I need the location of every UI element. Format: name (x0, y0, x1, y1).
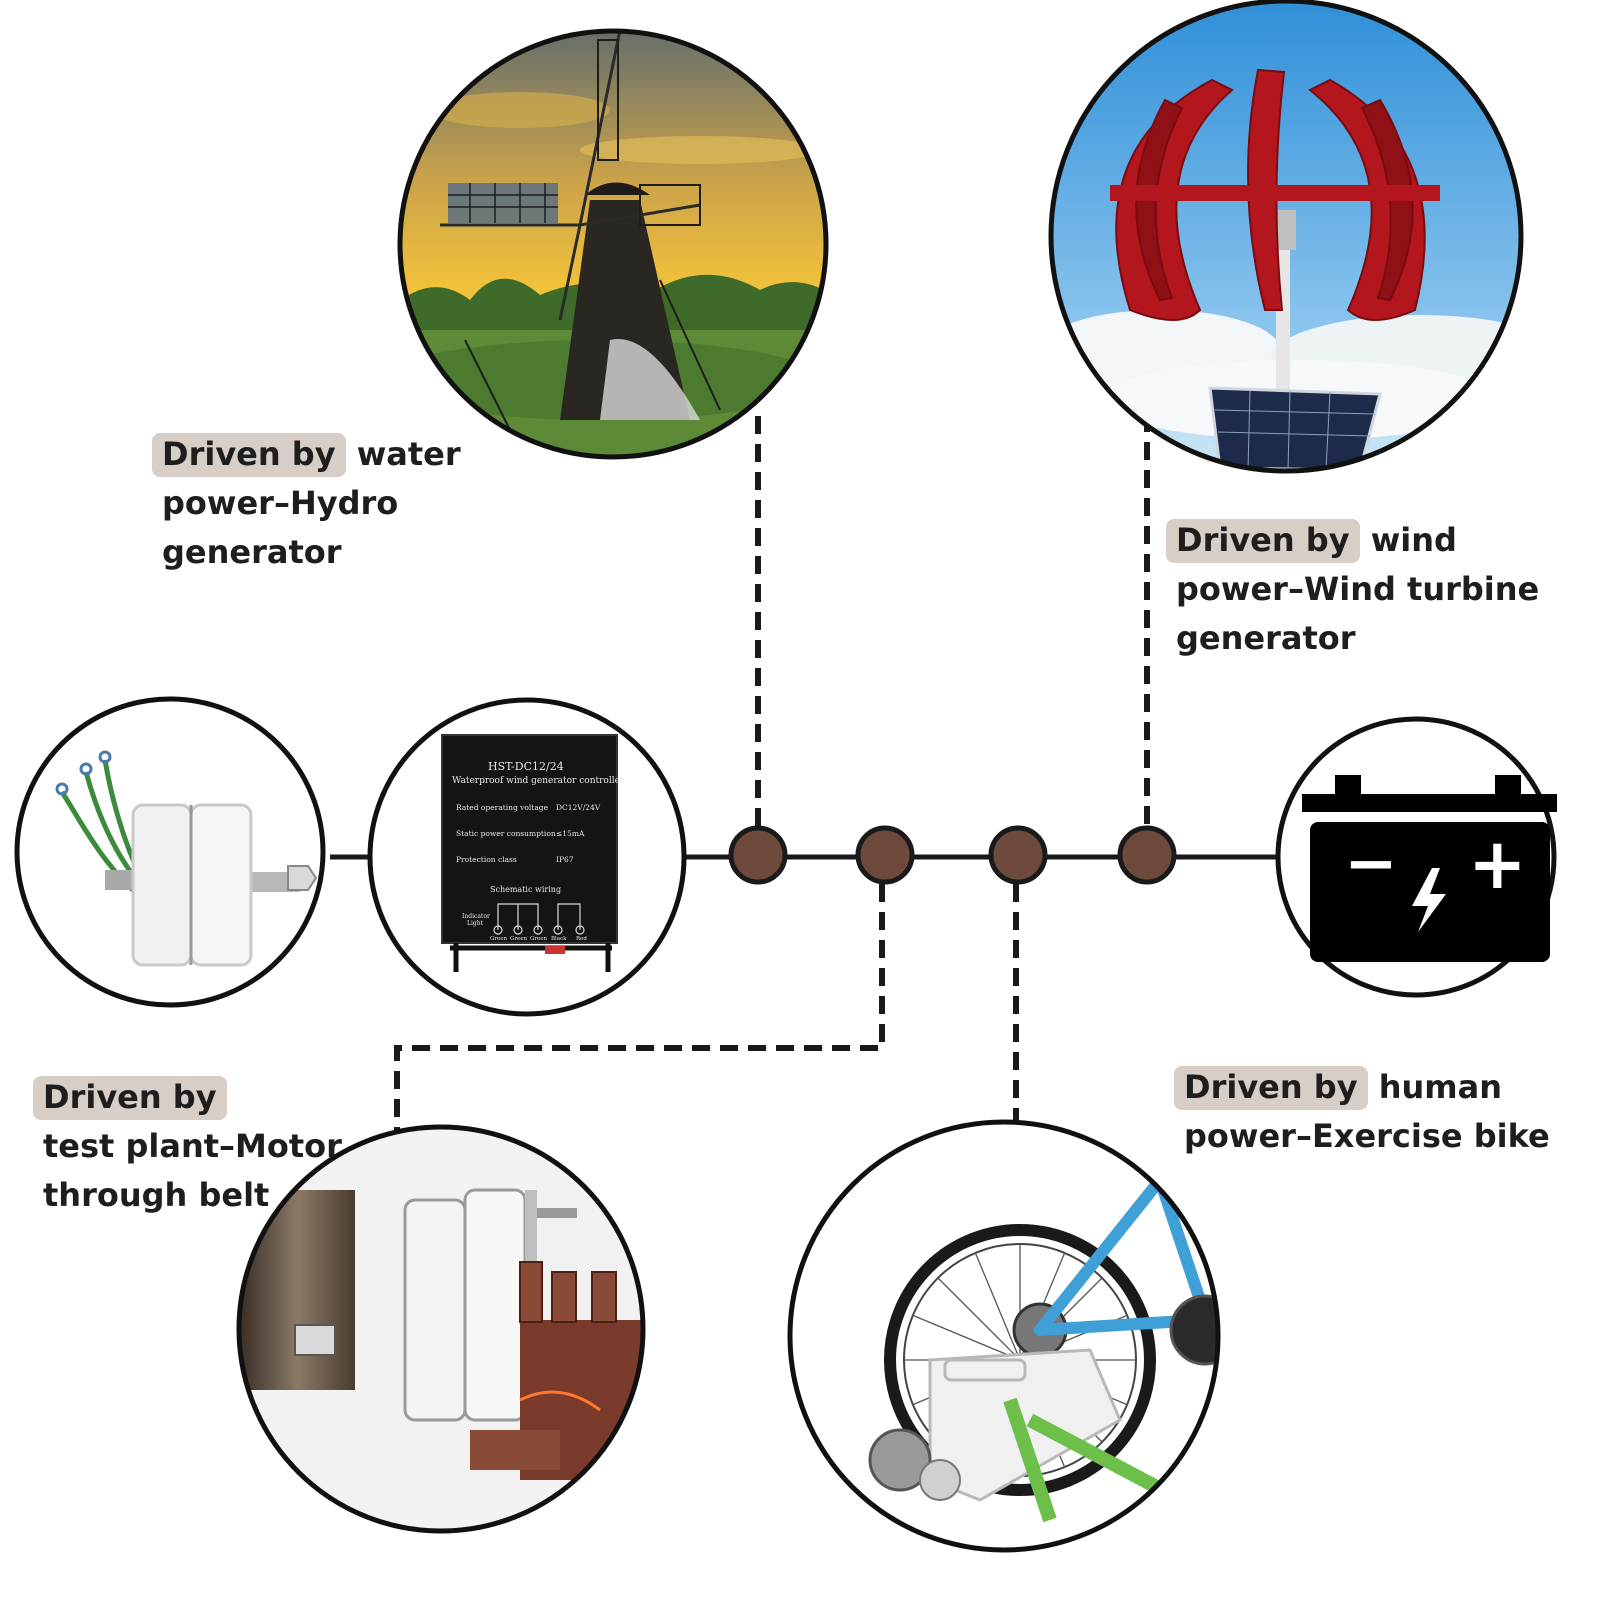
motor-caption-highlight: Driven by (33, 1076, 227, 1120)
wind-caption-highlight: Driven by (1166, 519, 1360, 563)
junction-node-wind (1117, 825, 1177, 885)
wind-caption-line1: wind (1359, 521, 1457, 559)
motor-caption: Driven by test plant–Motor through belt (33, 1073, 342, 1220)
bike-caption-line2: power–Exercise bike (1184, 1117, 1550, 1155)
battery-plus: + (1468, 823, 1527, 905)
terminal-0: Green (490, 936, 508, 942)
wind-caption-line3: generator (1176, 619, 1356, 657)
battery-minus: − (1344, 827, 1398, 901)
hydro-caption-highlight: Driven by (152, 433, 346, 477)
motor-caption-line2: test plant–Motor (43, 1127, 342, 1165)
hydro-caption-line3: generator (162, 533, 342, 571)
indicator-line1: Indicator (462, 913, 490, 920)
generator-circle (14, 696, 326, 1008)
belt-motor-circle (236, 1124, 646, 1534)
exercise-bike-circle (787, 1119, 1221, 1553)
battery-icon: − + (1302, 775, 1557, 962)
junction-node-motor (855, 825, 915, 885)
spec-value-0: DC12V/24V (556, 803, 601, 812)
windmill-circle (397, 28, 829, 460)
hydro-caption-line2: power–Hydro (162, 484, 399, 522)
wind-caption: Driven by wind power–Wind turbine genera… (1166, 516, 1540, 663)
bike-caption-line1: human (1367, 1068, 1502, 1106)
spec-label-1: Static power consumption (456, 829, 556, 838)
hydro-caption-line1: water (345, 435, 461, 473)
controller-circle: HST-DC12/24 Waterproof wind generator co… (367, 697, 687, 1017)
lightning-bolt (1412, 868, 1446, 932)
hydro-caption: Driven by water power–Hydro generator (152, 430, 461, 577)
belt-motor-photo (239, 1127, 643, 1531)
spec-label-0: Rated operating voltage (456, 803, 549, 812)
windmill-photo (400, 31, 826, 457)
motor-caption-line3: through belt (43, 1176, 270, 1214)
vertical-turbine-photo (1051, 1, 1521, 471)
generator-icon (55, 750, 318, 967)
motor-dashed-link (394, 884, 885, 1136)
indicator-line2: Light (467, 920, 484, 927)
bike-caption: Driven by human power–Exercise bike (1174, 1063, 1550, 1161)
spec-label-2: Protection class (456, 855, 517, 864)
exercise-bike-photo (790, 1122, 1218, 1550)
terminal-4: Red (576, 936, 587, 942)
terminal-2: Green (530, 936, 548, 942)
wind-caption-line2: power–Wind turbine (1176, 570, 1540, 608)
junction-nodes (728, 825, 1177, 885)
spec-value-1: ≤15mA (556, 829, 585, 838)
terminal-3: Black (551, 936, 567, 942)
bike-caption-highlight: Driven by (1174, 1066, 1368, 1110)
controller-model: HST-DC12/24 (488, 760, 564, 773)
terminal-1: Green (510, 936, 528, 942)
junction-node-hydro (728, 825, 788, 885)
controller-icon: HST-DC12/24 Waterproof wind generator co… (441, 734, 625, 972)
vertical-turbine-circle (1048, 0, 1524, 474)
battery-circle: − + (1275, 716, 1557, 998)
spec-value-2: IP67 (556, 855, 574, 864)
schematic-title: Schematic wiring (490, 885, 561, 894)
junction-node-bike (988, 825, 1048, 885)
controller-subtitle: Waterproof wind generator controller (452, 776, 625, 786)
